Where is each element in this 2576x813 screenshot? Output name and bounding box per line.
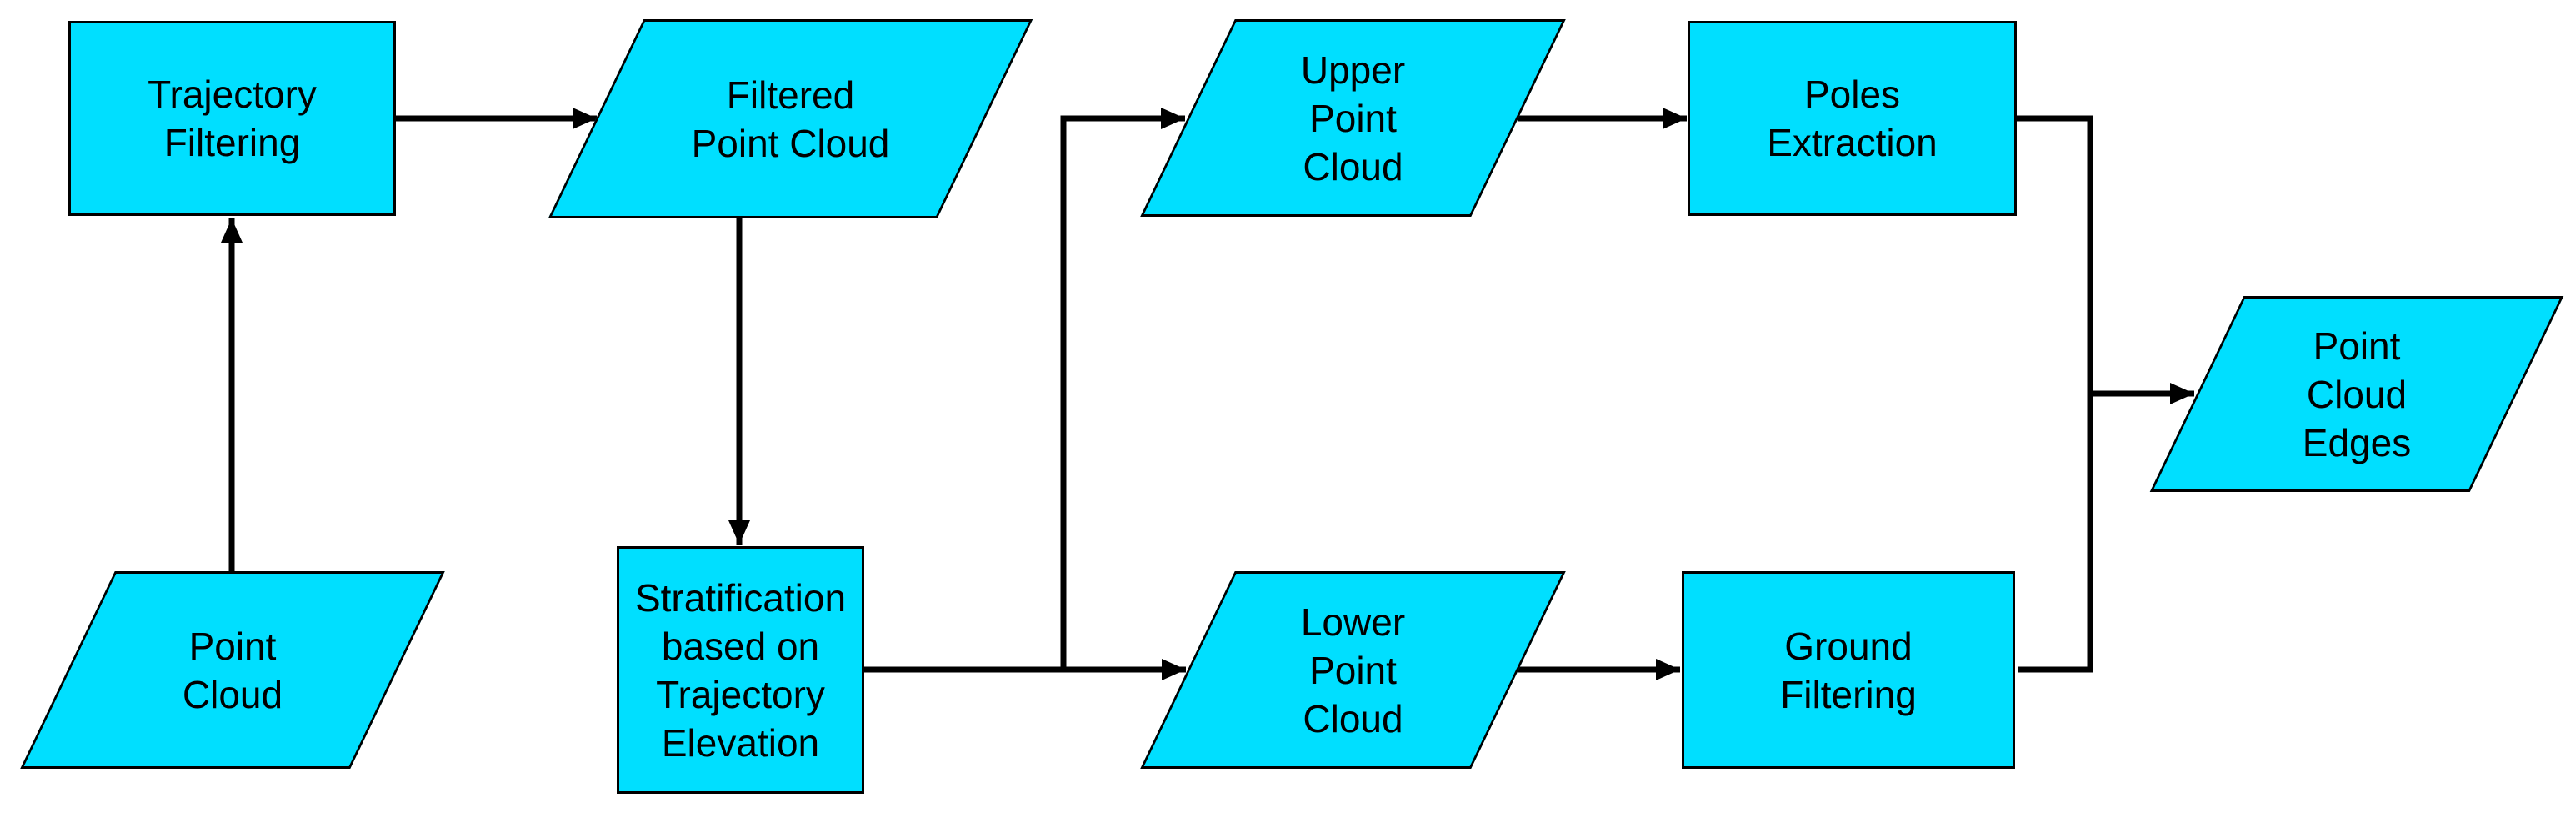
filtered-point-cloud-label: Filtered Point Cloud bbox=[596, 19, 985, 218]
edge-merge-poles-ground bbox=[2017, 115, 2093, 673]
label-line: based on bbox=[661, 624, 820, 668]
point-cloud-edges-label: Point Cloud Edges bbox=[2197, 296, 2517, 492]
label-line: Cloud bbox=[1303, 696, 1403, 740]
point-cloud-label: Point Cloud bbox=[68, 571, 398, 769]
label-line: Point Cloud bbox=[691, 121, 890, 165]
label-line: Cloud bbox=[1303, 144, 1403, 188]
label-line: Trajectory bbox=[148, 73, 317, 116]
label-line: Filtered bbox=[726, 73, 855, 117]
label-line: Edges bbox=[2302, 420, 2412, 464]
node-filtered-point-cloud: Filtered Point Cloud bbox=[548, 19, 1033, 218]
upper-point-cloud-label: Upper Point Cloud bbox=[1188, 19, 1518, 217]
node-upper-point-cloud: Upper Point Cloud bbox=[1140, 19, 1566, 217]
stratification-label: Stratification based on Trajectory Eleva… bbox=[617, 546, 864, 794]
trajectory-filtering-rectangle-shape bbox=[68, 21, 396, 216]
ground-filtering-rectangle-shape bbox=[1682, 571, 2015, 769]
label-line: Poles bbox=[1803, 73, 1901, 116]
label-line: Extraction bbox=[1767, 121, 1938, 164]
label-line: Filtering bbox=[1780, 672, 1917, 716]
ground-filtering-label: Ground Filtering bbox=[1682, 571, 2015, 769]
node-lower-point-cloud: Lower Point Cloud bbox=[1140, 571, 1566, 769]
label-line: Stratification bbox=[634, 575, 847, 620]
poles-extraction-label: Poles Extraction bbox=[1688, 21, 2017, 216]
edge-stratification-to-upper-point-cloud bbox=[1060, 108, 1185, 670]
label-line: Trajectory bbox=[656, 672, 825, 716]
node-poles-extraction: Poles Extraction bbox=[1688, 21, 2017, 216]
label-line: Lower bbox=[1300, 600, 1406, 644]
label-line: Point bbox=[1309, 648, 1397, 692]
label-line: Filtering bbox=[163, 121, 301, 164]
label-line: Cloud bbox=[2306, 372, 2408, 416]
lower-point-cloud-label: Lower Point Cloud bbox=[1188, 571, 1518, 769]
label-line: Point bbox=[1309, 96, 1397, 140]
label-line: Elevation bbox=[661, 720, 820, 765]
label-line: Point bbox=[2313, 324, 2401, 368]
trajectory-filtering-label: Trajectory Filtering bbox=[68, 21, 396, 216]
node-point-cloud: Point Cloud bbox=[20, 571, 445, 769]
stratification-rectangle-shape bbox=[617, 546, 864, 794]
node-point-cloud-edges: Point Cloud Edges bbox=[2149, 296, 2564, 492]
poles-extraction-rectangle-shape bbox=[1688, 21, 2017, 216]
label-line: Point bbox=[188, 624, 277, 668]
label-line: Upper bbox=[1300, 48, 1406, 92]
node-stratification: Stratification based on Trajectory Eleva… bbox=[617, 546, 864, 794]
label-line: Cloud bbox=[182, 672, 283, 716]
node-trajectory-filtering: Trajectory Filtering bbox=[68, 21, 396, 216]
node-ground-filtering: Ground Filtering bbox=[1682, 571, 2015, 769]
label-line: Ground bbox=[1784, 624, 1913, 668]
